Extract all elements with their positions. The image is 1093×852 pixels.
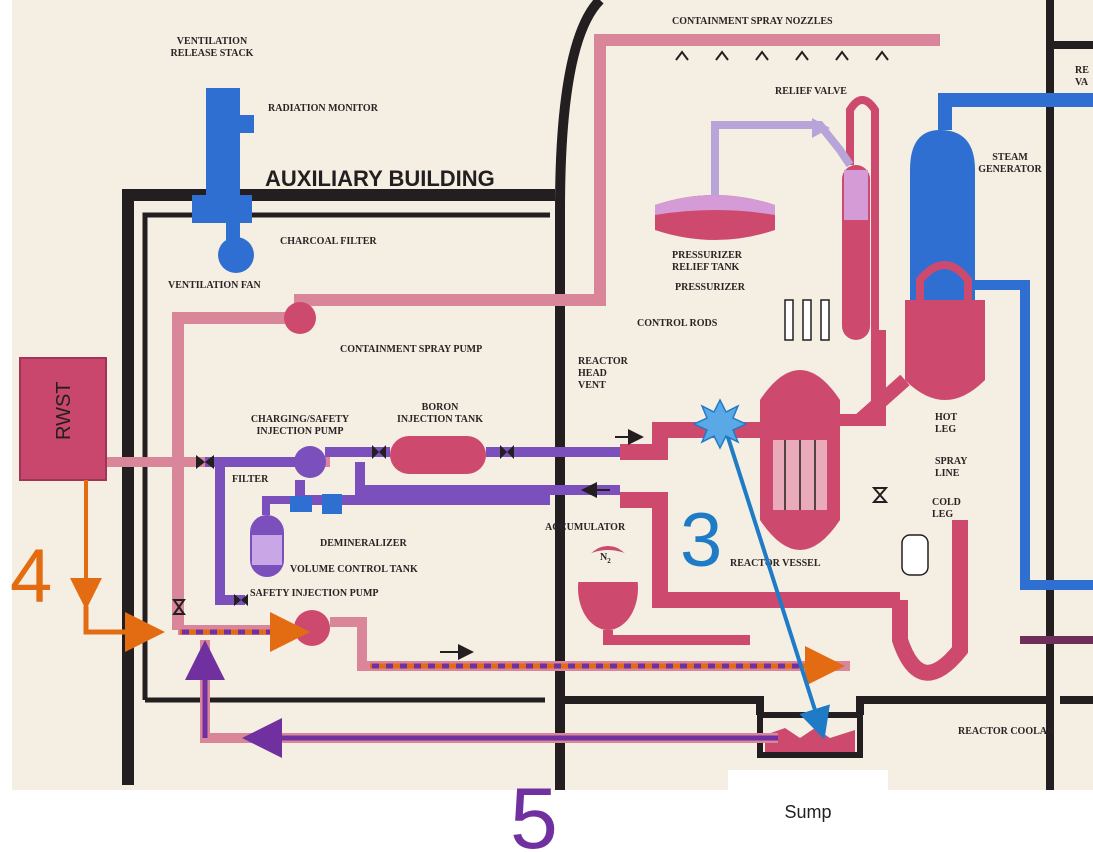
pressurizer-relief-tank-label-2: RELIEF TANK [672, 262, 740, 273]
auxiliary-building-label: AUXILIARY BUILDING [265, 166, 495, 191]
filter-label: FILTER [232, 474, 269, 485]
steam-generator-label-2: GENERATOR [978, 164, 1042, 175]
control-rods [784, 299, 830, 341]
hot-leg-label-2: LEG [935, 424, 956, 435]
relief-valve [812, 118, 830, 138]
path-4-to-valve-arrow [83, 606, 165, 652]
containment-floor-left [555, 696, 764, 715]
radiation-monitor-label: RADIATION MONITOR [268, 103, 379, 114]
reactor-coolant-pump [901, 534, 929, 576]
safety-injection-pump [294, 610, 330, 646]
ventilation-release-stack-label-1: VENTILATION [177, 36, 248, 47]
ventilation-release-stack-label-2: RELEASE STACK [171, 48, 254, 59]
boron-injection-tank-label-1: BORON [422, 402, 459, 413]
control-rods-label: CONTROL RODS [637, 318, 718, 329]
pressurizer-spray-line [846, 96, 879, 420]
cold-leg-label-1: COLD [932, 497, 961, 508]
containment-floor-right [856, 696, 1050, 715]
sump-water [765, 728, 855, 752]
pressurizer-relief-tank-label-1: PRESSURIZER [672, 250, 743, 261]
auxiliary-building-inner-wall [142, 212, 550, 700]
charging-safety-injection-pump [294, 446, 326, 478]
reactor-vessel-label: REACTOR VESSEL [730, 558, 821, 569]
charcoal-filter [192, 195, 252, 223]
auxiliary-building-wall [122, 189, 555, 785]
demineralizer [322, 494, 342, 514]
containment-spray-line [172, 34, 940, 630]
pressurizer-label: PRESSURIZER [675, 282, 746, 293]
spray-line-label-1: SPRAY [935, 456, 968, 467]
accumulator-label: ACCUMULATOR [545, 522, 626, 533]
ventilation-fan [218, 237, 254, 273]
reactor-coolant-label: REACTOR COOLAN [958, 726, 1055, 737]
reactor-head-vent-label-2: HEAD [578, 368, 607, 379]
feedwater-line [975, 280, 1093, 590]
relief-valve-right-label-2: VA [1075, 77, 1089, 88]
containment-wall-left [555, 0, 604, 790]
step-5-label: 5 [510, 771, 558, 852]
cold-leg-label-2: LEG [932, 509, 953, 520]
containment-spray-pump-label: CONTAINMENT SPRAY PUMP [340, 344, 482, 355]
relief-valve-label: RELIEF VALVE [775, 86, 847, 97]
steam-generator-label-1: STEAM [992, 152, 1028, 163]
charging-safety-injection-pump-label-1: CHARGING/SAFETY [251, 414, 350, 425]
hot-leg [855, 374, 910, 426]
step-4-label: 4 [10, 534, 52, 619]
reactor-coolant-pump-loop [892, 520, 968, 681]
path-3-break-arrow [723, 427, 830, 740]
valves [172, 445, 889, 615]
n2-label: N2 [600, 552, 611, 565]
reactor-head-vent-label-3: VENT [578, 380, 606, 391]
steam-generator-upper [910, 130, 975, 300]
containment-spray-nozzles-label: CONTAINMENT SPRAY NOZZLES [672, 16, 833, 27]
spray-line-label-2: LINE [935, 468, 960, 479]
pipe-break-burst-icon [692, 398, 748, 450]
charcoal-filter-label: CHARCOAL FILTER [280, 236, 377, 247]
reactor-head-vent-label-1: REACTOR [578, 356, 629, 367]
sump-label: Sump [784, 802, 831, 822]
rwst-tank [19, 357, 107, 481]
radiation-monitor [240, 115, 254, 133]
charging-safety-injection-pump-label-2: INJECTION PUMP [257, 426, 344, 437]
steam-generator-lower [905, 300, 985, 400]
rwst-label: RWST [53, 381, 75, 440]
spray-nozzles [675, 50, 889, 61]
demineralizer-label: DEMINERALIZER [320, 538, 407, 549]
hot-leg-label-1: HOT [935, 412, 958, 423]
main-steam-line [938, 93, 1093, 130]
containment-spray-pump [284, 302, 316, 334]
step-3-label: 3 [680, 498, 722, 583]
boron-injection-tank [390, 436, 486, 474]
volume-control-tank-label: VOLUME CONTROL TANK [290, 564, 418, 575]
safety-injection-pump-label: SAFETY INJECTION PUMP [250, 588, 379, 599]
relief-valve-right-label-1: RE [1075, 65, 1089, 76]
filter [290, 496, 312, 512]
boron-injection-tank-label-2: INJECTION TANK [397, 414, 483, 425]
sump-label-box [728, 770, 888, 852]
ventilation-stack [206, 88, 240, 198]
ventilation-fan-label: VENTILATION FAN [168, 280, 261, 291]
